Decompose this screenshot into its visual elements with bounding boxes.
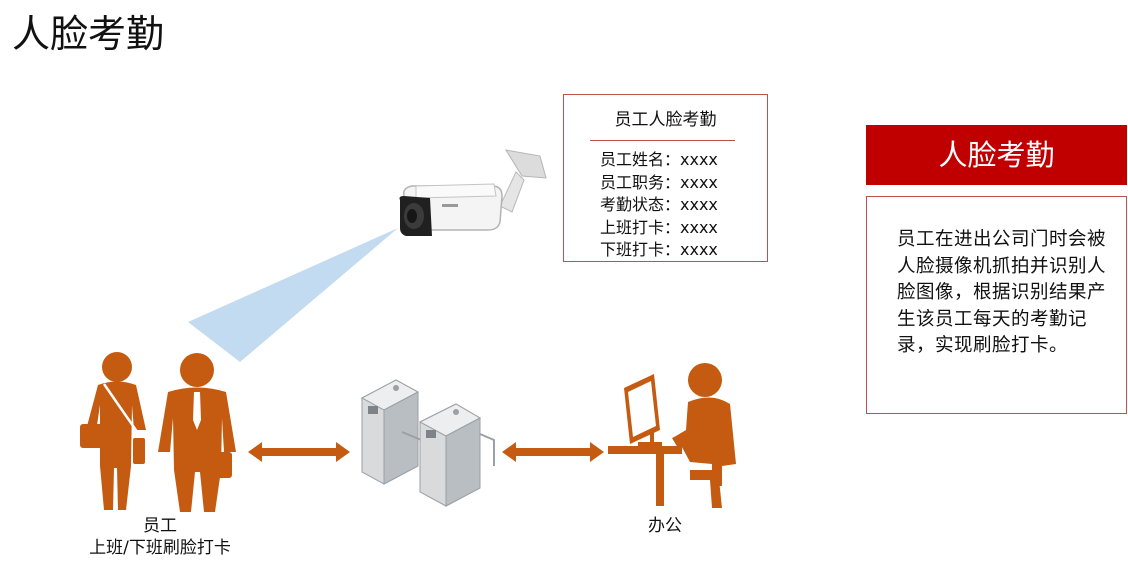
page-title: 人脸考勤 [12,12,165,56]
double-arrow-icon [502,442,604,462]
info-row-clock-out: 下班打卡：xxxx [600,240,718,259]
side-panel-description: 员工在进出公司门时会被人脸摄像机抓拍并识别人脸图像，根据识别结果产生该员工每天的… [897,229,1107,356]
side-panel-header: 人脸考勤 [866,125,1127,185]
office-worker-icon [608,363,736,508]
camera-view-beam [188,228,398,362]
attendance-info-card: 员工人脸考勤 员工姓名：xxxx 员工职务：xxxx 考勤状态：xxxx 上班打… [563,94,768,262]
employee-caption: 员工 上班/下班刷脸打卡 [60,515,260,559]
employee-caption-title: 员工 [143,516,177,536]
info-row-status: 考勤状态：xxxx [600,195,718,214]
employee-caption-subtitle: 上班/下班刷脸打卡 [89,538,231,558]
double-arrow-icon [248,442,350,462]
info-row-clock-in: 上班打卡：xxxx [600,217,718,237]
info-row-position: 员工职务：xxxx [600,172,718,192]
info-card-title: 员工人脸考勤 [614,110,717,130]
info-card-rows: 员工姓名：xxxx 员工职务：xxxx 考勤状态：xxxx 上班打卡：xxxx … [600,149,718,262]
turnstile-gates-icon [360,379,495,507]
info-row-name: 员工姓名：xxxx [600,150,718,169]
office-caption: 办公 [648,516,682,536]
face-camera-icon [399,149,547,236]
employee-figures-icon [80,352,236,512]
side-panel-description-box: 员工在进出公司门时会被人脸摄像机抓拍并识别人脸图像，根据识别结果产生该员工每天的… [866,196,1127,414]
info-card-divider [590,140,735,141]
